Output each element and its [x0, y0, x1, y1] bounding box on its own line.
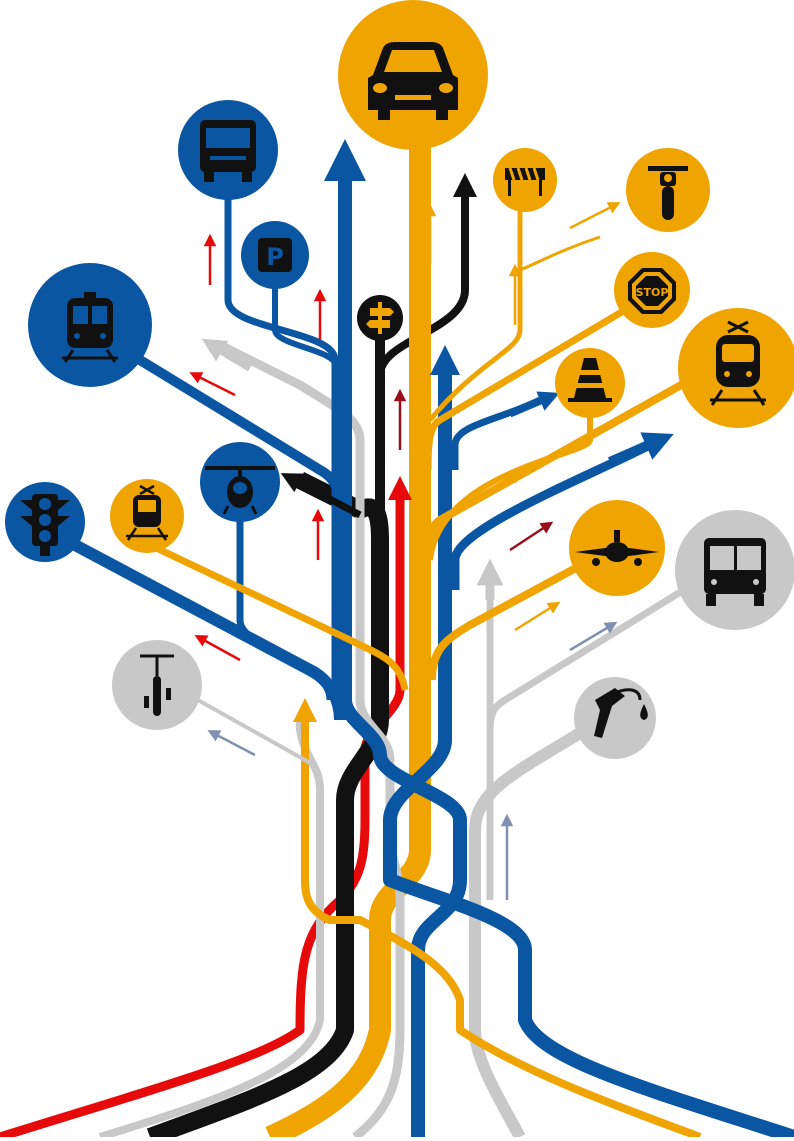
black-line — [146, 471, 389, 1141]
stop-sign-icon: STOP — [614, 252, 690, 328]
branch-plane — [428, 551, 602, 681]
motorcycle-icon — [626, 148, 710, 232]
small-arrows — [189, 202, 621, 900]
branch-traffic-light — [72, 539, 346, 721]
bus-icon — [675, 510, 794, 630]
blue-right-trunk — [383, 370, 794, 1141]
gray-right-trunk — [469, 724, 589, 1140]
blue-arrow-right-2 — [607, 432, 674, 467]
fuel-pump-icon — [574, 677, 656, 759]
branch-stop — [424, 306, 627, 471]
branch-roadblock — [428, 205, 523, 422]
branch-blue-arrow-1 — [451, 396, 542, 470]
gray-trunk — [217, 340, 405, 1141]
orange-trunk — [265, 130, 431, 1141]
gray-arrow-upleft — [201, 338, 253, 372]
black-arrow-left — [280, 473, 362, 519]
branch-bus — [486, 577, 702, 731]
signpost-icon — [357, 295, 403, 341]
branch-cone — [427, 410, 593, 561]
branch-bicycle — [179, 688, 322, 791]
blue-arrow-right-1 — [508, 391, 560, 418]
traffic-light-icon — [5, 482, 85, 562]
small-tram-icon — [110, 479, 184, 553]
branch-parking — [272, 275, 338, 367]
traffic-cone-icon — [555, 348, 625, 418]
trunk-lines — [0, 130, 794, 1141]
parking-letter: P — [266, 243, 284, 271]
truck-icon — [178, 100, 278, 200]
branch-truck — [224, 190, 339, 700]
roadblock-icon — [493, 148, 557, 212]
tram-icon — [678, 308, 794, 428]
blue-trunk — [338, 165, 467, 1137]
orange-right-trunk — [301, 720, 702, 1141]
branch-roadblock-2 — [519, 235, 601, 272]
helicopter-icon — [200, 442, 280, 522]
branch-small-tram — [148, 541, 409, 691]
bicycle-icon — [112, 640, 202, 730]
airplane-icon — [569, 500, 665, 596]
stop-text: STOP — [636, 286, 669, 299]
arrow-lines — [201, 139, 674, 730]
parking-icon: P — [241, 221, 309, 289]
car-icon — [338, 0, 488, 150]
train-icon — [28, 263, 152, 387]
